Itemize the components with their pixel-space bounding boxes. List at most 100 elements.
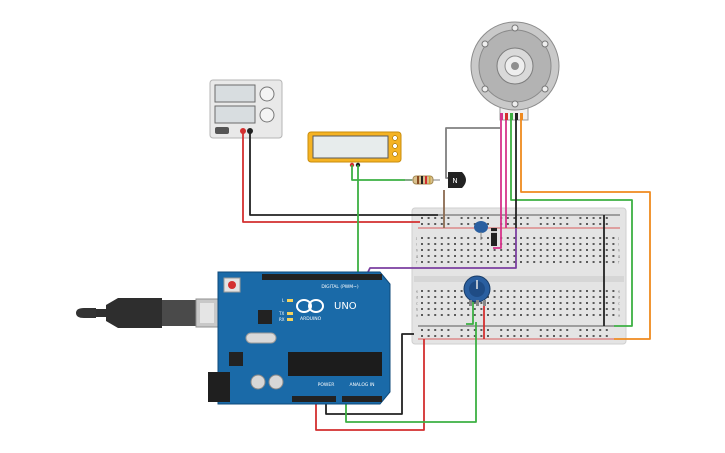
- breadboard-hole[interactable]: [566, 261, 569, 263]
- breadboard-hole[interactable]: [592, 237, 595, 239]
- breadboard-hole[interactable]: [559, 243, 562, 245]
- breadboard-hole[interactable]: [513, 290, 516, 292]
- breadboard-hole[interactable]: [592, 296, 595, 298]
- breadboard-hole[interactable]: [473, 249, 476, 251]
- breadboard-hole[interactable]: [553, 302, 555, 304]
- breadboard-hole[interactable]: [586, 296, 588, 298]
- breadboard-hole[interactable]: [467, 249, 470, 251]
- breadboard-hole[interactable]: [579, 243, 582, 245]
- breadboard-hole[interactable]: [480, 329, 483, 331]
- breadboard-hole[interactable]: [526, 255, 529, 257]
- breadboard-hole[interactable]: [546, 290, 549, 292]
- breadboard-hole[interactable]: [506, 302, 509, 304]
- breadboard-hole[interactable]: [586, 329, 588, 331]
- breadboard-hole[interactable]: [487, 261, 489, 263]
- breadboard-hole[interactable]: [427, 255, 430, 257]
- breadboard-hole[interactable]: [566, 237, 569, 239]
- breadboard-hole[interactable]: [440, 217, 443, 219]
- breadboard-hole[interactable]: [493, 302, 496, 304]
- breadboard-hole[interactable]: [566, 243, 569, 245]
- breadboard-hole[interactable]: [605, 314, 608, 316]
- breadboard-hole[interactable]: [467, 329, 470, 331]
- breadboard-hole[interactable]: [467, 243, 470, 245]
- breadboard-hole[interactable]: [460, 223, 463, 225]
- breadboard-hole[interactable]: [566, 308, 569, 310]
- breadboard-hole[interactable]: [546, 217, 549, 219]
- breadboard-hole[interactable]: [473, 335, 476, 337]
- breadboard-hole[interactable]: [440, 308, 443, 310]
- breadboard-hole[interactable]: [579, 308, 582, 310]
- breadboard-hole[interactable]: [513, 335, 516, 337]
- breadboard-hole[interactable]: [506, 296, 509, 298]
- breadboard-hole[interactable]: [559, 296, 562, 298]
- wire-gray-motor[interactable]: [445, 127, 500, 179]
- breadboard-hole[interactable]: [460, 302, 463, 304]
- breadboard-hole[interactable]: [513, 255, 516, 257]
- breadboard-hole[interactable]: [539, 329, 542, 331]
- breadboard-hole[interactable]: [506, 255, 509, 257]
- breadboard-hole[interactable]: [487, 296, 489, 298]
- breadboard-hole[interactable]: [520, 223, 522, 225]
- breadboard-hole[interactable]: [546, 329, 549, 331]
- breadboard-hole[interactable]: [526, 308, 529, 310]
- breadboard-hole[interactable]: [506, 314, 509, 316]
- breadboard-hole[interactable]: [447, 296, 450, 298]
- breadboard-hole[interactable]: [454, 261, 456, 263]
- breadboard-hole[interactable]: [447, 314, 450, 316]
- breadboard-hole[interactable]: [579, 223, 582, 225]
- breadboard-hole[interactable]: [513, 217, 516, 219]
- breadboard-hole[interactable]: [572, 290, 575, 292]
- breadboard-hole[interactable]: [566, 255, 569, 257]
- breadboard-hole[interactable]: [559, 308, 562, 310]
- breadboard-hole[interactable]: [520, 302, 522, 304]
- breadboard-hole[interactable]: [612, 302, 615, 304]
- breadboard-hole[interactable]: [586, 217, 588, 219]
- breadboard-hole[interactable]: [440, 302, 443, 304]
- breadboard-hole[interactable]: [566, 302, 569, 304]
- breadboard-hole[interactable]: [533, 302, 536, 304]
- breadboard-hole[interactable]: [599, 261, 602, 263]
- stepper-motor-icon[interactable]: [470, 21, 560, 121]
- breadboard-hole[interactable]: [467, 335, 470, 337]
- breadboard-hole[interactable]: [447, 290, 450, 292]
- breadboard-hole[interactable]: [427, 243, 430, 245]
- breadboard-hole[interactable]: [612, 290, 615, 292]
- breadboard-hole[interactable]: [553, 314, 555, 316]
- breadboard-hole[interactable]: [427, 335, 430, 337]
- breadboard-hole[interactable]: [493, 308, 496, 310]
- breadboard-hole[interactable]: [533, 290, 536, 292]
- breadboard-hole[interactable]: [592, 249, 595, 251]
- breadboard-hole[interactable]: [605, 261, 608, 263]
- breadboard-hole[interactable]: [480, 302, 483, 304]
- breadboard-hole[interactable]: [520, 249, 522, 251]
- breadboard-hole[interactable]: [467, 255, 470, 257]
- breadboard-hole[interactable]: [493, 314, 496, 316]
- breadboard-hole[interactable]: [513, 223, 516, 225]
- breadboard-hole[interactable]: [520, 329, 522, 331]
- breadboard-hole[interactable]: [487, 223, 489, 225]
- breadboard-hole[interactable]: [500, 302, 503, 304]
- breadboard-hole[interactable]: [434, 329, 437, 331]
- breadboard-hole[interactable]: [467, 237, 470, 239]
- breadboard-hole[interactable]: [520, 255, 522, 257]
- breadboard-hole[interactable]: [612, 243, 615, 245]
- breadboard-hole[interactable]: [572, 255, 575, 257]
- breadboard-hole[interactable]: [421, 335, 423, 337]
- breadboard-hole[interactable]: [592, 217, 595, 219]
- breadboard-hole[interactable]: [500, 290, 503, 292]
- breadboard-hole[interactable]: [421, 261, 423, 263]
- breadboard-hole[interactable]: [592, 261, 595, 263]
- breadboard-hole[interactable]: [421, 243, 423, 245]
- breadboard-hole[interactable]: [599, 223, 602, 225]
- breadboard-hole[interactable]: [612, 249, 615, 251]
- breadboard-hole[interactable]: [520, 308, 522, 310]
- wire-black-arduino-gnd[interactable]: [325, 333, 414, 415]
- breadboard-hole[interactable]: [473, 308, 476, 310]
- breadboard-hole[interactable]: [493, 290, 496, 292]
- breadboard-hole[interactable]: [434, 217, 437, 219]
- breadboard-hole[interactable]: [520, 261, 522, 263]
- breadboard-hole[interactable]: [447, 329, 450, 331]
- breadboard-hole[interactable]: [447, 261, 450, 263]
- usb-plug-icon[interactable]: [76, 298, 219, 328]
- breadboard-hole[interactable]: [546, 335, 549, 337]
